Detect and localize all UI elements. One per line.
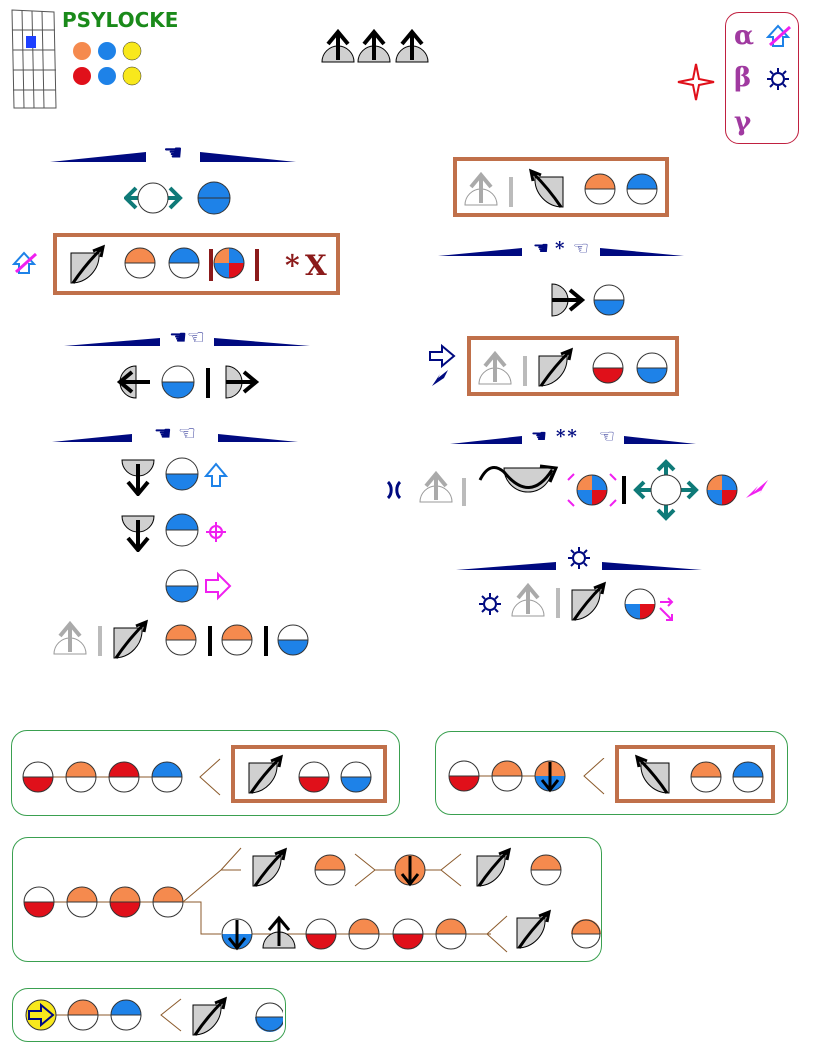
- combo-panel-1-box: [231, 745, 387, 803]
- combo-panel-2-box-icons: [634, 754, 764, 794]
- combo-1-star: *: [285, 249, 300, 282]
- svg-text:☜: ☜: [599, 426, 615, 447]
- button-color-legend: [73, 41, 142, 86]
- down-move-1: [121, 457, 229, 496]
- flower-combo-row: [479, 581, 674, 621]
- combo-panel-1-sequence: [22, 758, 221, 796]
- combo-box-right-1: [453, 157, 669, 217]
- combo-1-x: X: [305, 249, 327, 282]
- ribbon-hand-1: ☚: [50, 141, 296, 164]
- circle-arrow-move: [165, 569, 232, 603]
- assist-star-icon: [677, 63, 715, 101]
- ribbon-hand-2: ☚☜: [64, 325, 310, 349]
- teleport-icon: [766, 24, 792, 47]
- svg-text:☚☜: ☚☜: [169, 325, 205, 349]
- forward-circle-move: [551, 283, 625, 317]
- combo-panel-2: [435, 731, 788, 815]
- ribbon-hand-star-1: ☚ ☜: [438, 238, 684, 259]
- svg-text:☚ ☜: ☚ ☜: [154, 421, 196, 445]
- stage-grid-icon: [11, 9, 57, 109]
- assist-alpha-label: α: [734, 21, 755, 51]
- svg-text:☚: ☚: [533, 238, 549, 259]
- combo-panel-3-tree: [23, 847, 601, 953]
- assist-gamma-label: γ: [734, 107, 752, 137]
- svg-text:☚: ☚: [163, 141, 183, 164]
- assist-beta-label: β: [734, 63, 752, 93]
- combo-right-1-icons: [464, 168, 658, 208]
- flower-icon: [767, 68, 789, 90]
- down-move-2: [121, 513, 226, 552]
- dash-bolt-icon: [429, 344, 456, 386]
- combo-panel-3: [12, 837, 602, 962]
- teleport-icon-small: [12, 251, 38, 274]
- combo-panel-2-sequence: [448, 758, 605, 795]
- left-combo-row: [53, 619, 309, 659]
- ribbon-hand-star-2: ☚ ☜: [450, 426, 696, 447]
- dash-row: [124, 181, 231, 215]
- combo-right-2-icons: [478, 347, 668, 387]
- combo-panel-4: [12, 988, 286, 1042]
- ribbon-star-label-1: *: [555, 238, 565, 259]
- triple-jump-icon: [321, 28, 429, 63]
- ribbon-flower: [456, 547, 702, 570]
- character-name: PSYLOCKE: [62, 8, 179, 32]
- dash-circle-row: [116, 365, 260, 399]
- assist-panel: α β γ: [725, 12, 799, 144]
- svg-text:☜: ☜: [573, 238, 589, 259]
- combo-panel-1: [11, 730, 400, 816]
- combo-1-icons: [70, 244, 259, 284]
- combo-box-1: * X: [53, 233, 340, 295]
- combo-panel-4-sequence: [25, 996, 283, 1036]
- ribbon-star-label-2: **: [556, 426, 579, 447]
- super-row: [386, 459, 768, 521]
- combo-panel-2-box: [615, 745, 775, 803]
- svg-text:☚: ☚: [531, 426, 547, 447]
- combo-panel-1-box-icons: [248, 754, 372, 794]
- ribbon-hand-3: ☚ ☜: [52, 421, 298, 445]
- combo-box-right-2: [467, 336, 679, 396]
